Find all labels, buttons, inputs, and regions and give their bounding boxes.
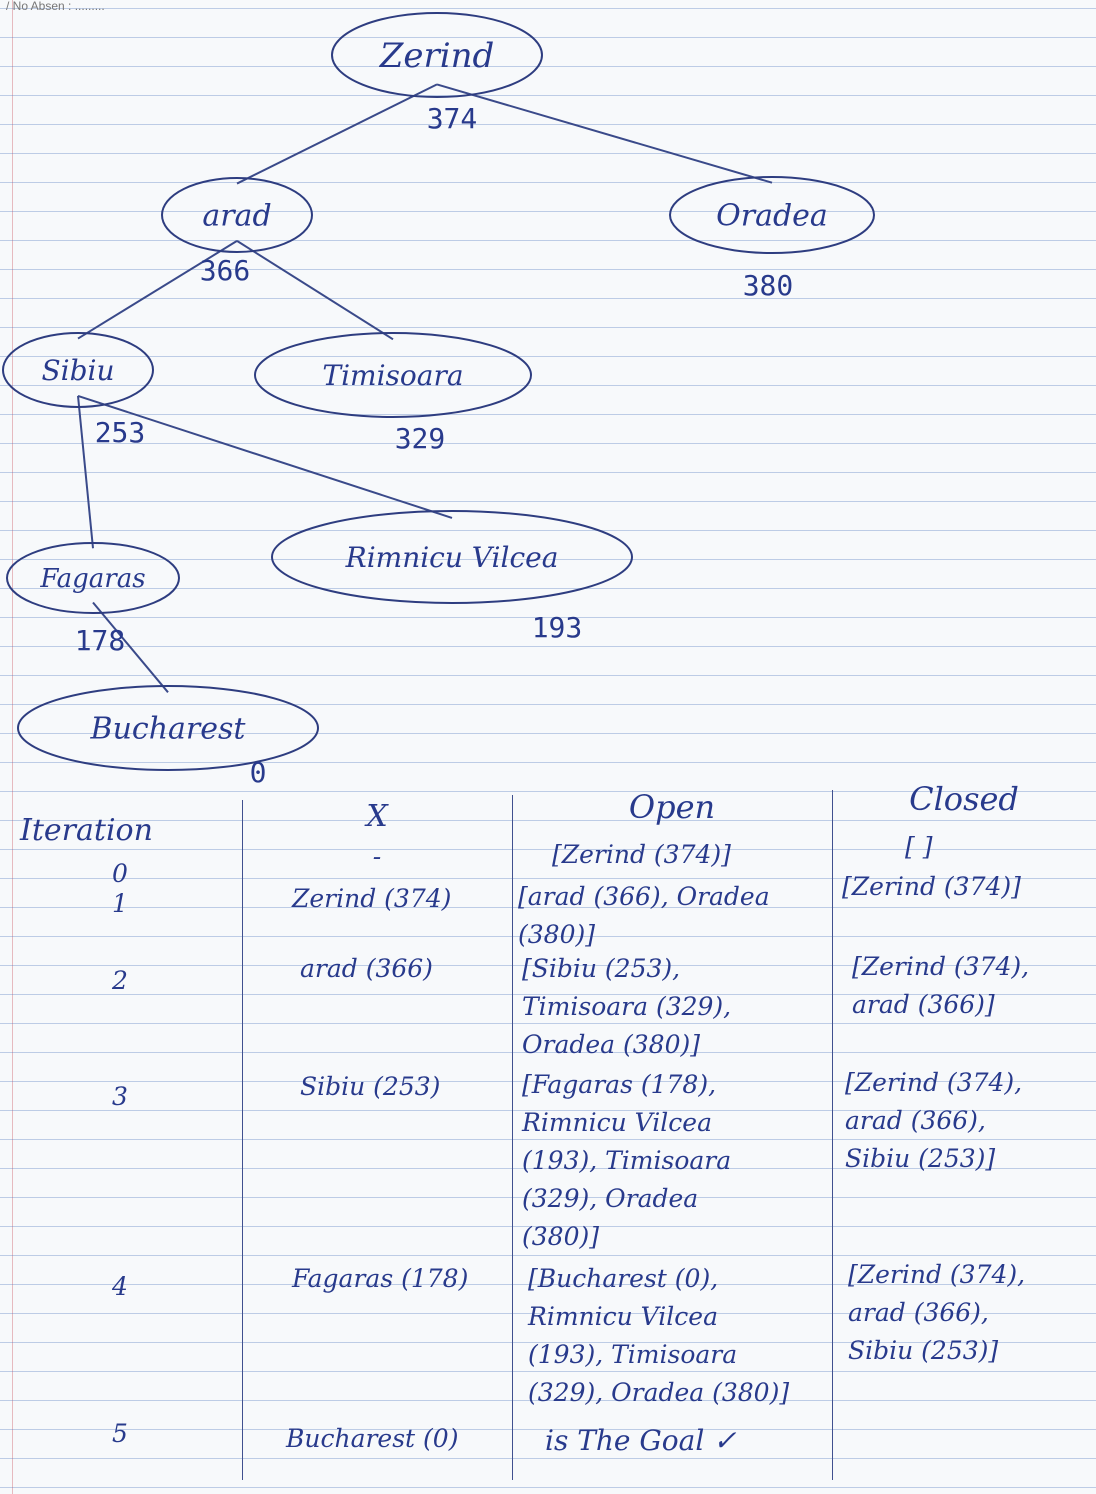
node-ellipse-bucharest [17, 685, 319, 771]
node-heuristic-fagaras: 178 [75, 624, 126, 657]
row-0-iteration: 0 [112, 859, 128, 888]
node-label-arad: arad [202, 199, 271, 234]
node-ellipse-timisoara [254, 332, 532, 418]
row-4-iteration: 4 [112, 1272, 128, 1301]
node-heuristic-timisoara: 329 [395, 422, 446, 455]
row-4-open: [Bucharest (0), Rimnicu Vilcea (193), Ti… [528, 1264, 790, 1407]
node-heuristic-sibiu: 253 [95, 416, 146, 449]
node-ellipse-arad [161, 177, 313, 253]
tree-edges [77, 83, 773, 693]
edge-fagaras-bucharest [92, 601, 169, 693]
row-2-closed: [Zerind (374), arad (366)] [852, 952, 1030, 1019]
node-label-timisoara: Timisoara [322, 359, 463, 392]
node-label-zerind: Zerind [379, 36, 495, 76]
node-heuristic-arad: 366 [200, 254, 251, 287]
node-timisoara: Timisoara 329 [254, 332, 532, 455]
node-label-bucharest: Bucharest [90, 712, 247, 747]
edge-sibiu-fagaras [77, 395, 94, 549]
row-1-closed: [Zerind (374)] [842, 872, 1021, 901]
row-0-x: - [372, 842, 382, 871]
node-ellipse-zerind [331, 12, 543, 98]
node-label-fagaras: Fagaras [39, 564, 145, 594]
row-3-open: [Fagaras (178), Rimnicu Vilcea (193), Ti… [522, 1070, 732, 1251]
table-divider-1 [242, 800, 243, 1480]
node-sibiu: Sibiu 253 [2, 332, 154, 449]
row-3-closed: [Zerind (374), arad (366), Sibiu (253)] [845, 1068, 1023, 1173]
row-1-open: [arad (366), Oradea (380)] [518, 882, 770, 949]
row-4-closed: [Zerind (374), arad (366), Sibiu (253)] [848, 1260, 1026, 1365]
node-label-oradea: Oradea [716, 199, 828, 234]
edge-arad-timisoara [236, 240, 394, 341]
row-0-closed: [ ] [905, 832, 933, 861]
row-2-x: arad (366) [300, 954, 433, 983]
row-0-open: [Zerind (374)] [552, 840, 731, 869]
node-zerind: Zerind 374 [331, 12, 543, 135]
node-oradea: Oradea 380 [669, 176, 875, 302]
row-2-iteration: 2 [112, 966, 128, 995]
row-5-x: Bucharest (0) [286, 1424, 459, 1453]
node-ellipse-sibiu [2, 332, 154, 408]
node-ellipse-rimnicu [271, 510, 633, 604]
node-heuristic-oradea: 380 [743, 269, 794, 302]
node-ellipse-oradea [669, 176, 875, 254]
header-open: Open [628, 788, 716, 826]
row-4-x: Fagaras (178) [292, 1264, 469, 1293]
node-arad: arad 366 [161, 177, 313, 287]
node-heuristic-rimnicu: 193 [532, 611, 583, 644]
row-3-x: Sibiu (253) [300, 1072, 441, 1101]
node-ellipse-fagaras [6, 542, 180, 614]
node-rimnicu: Rimnicu Vilcea 193 [271, 510, 633, 644]
node-label-rimnicu: Rimnicu Vilcea [345, 541, 559, 574]
node-heuristic-zerind: 374 [427, 102, 478, 135]
edge-zerind-oradea [436, 83, 773, 184]
row-3-iteration: 3 [112, 1082, 128, 1111]
header-iteration: Iteration [20, 813, 153, 848]
page-header: / No Absen : ......... [6, 0, 105, 13]
node-heuristic-bucharest: 0 [250, 756, 267, 789]
node-label-sibiu: Sibiu [41, 354, 114, 387]
table-divider-2 [512, 795, 513, 1480]
row-5-iteration: 5 [112, 1419, 128, 1448]
node-fagaras: Fagaras 178 [6, 542, 180, 657]
row-1-x: Zerind (374) [292, 884, 452, 913]
edge-zerind-arad [236, 83, 438, 185]
header-closed: Closed [909, 780, 1019, 818]
header-x: X [366, 799, 388, 834]
edge-arad-sibiu [77, 240, 238, 340]
row-2-open: [Sibiu (253), Timisoara (329), Oradea (3… [522, 954, 732, 1059]
row-5-open: is The Goal ✓ [545, 1424, 737, 1457]
row-1-iteration: 1 [112, 889, 128, 918]
edge-sibiu-rimnicu [77, 394, 453, 519]
table-divider-3 [832, 790, 833, 1480]
